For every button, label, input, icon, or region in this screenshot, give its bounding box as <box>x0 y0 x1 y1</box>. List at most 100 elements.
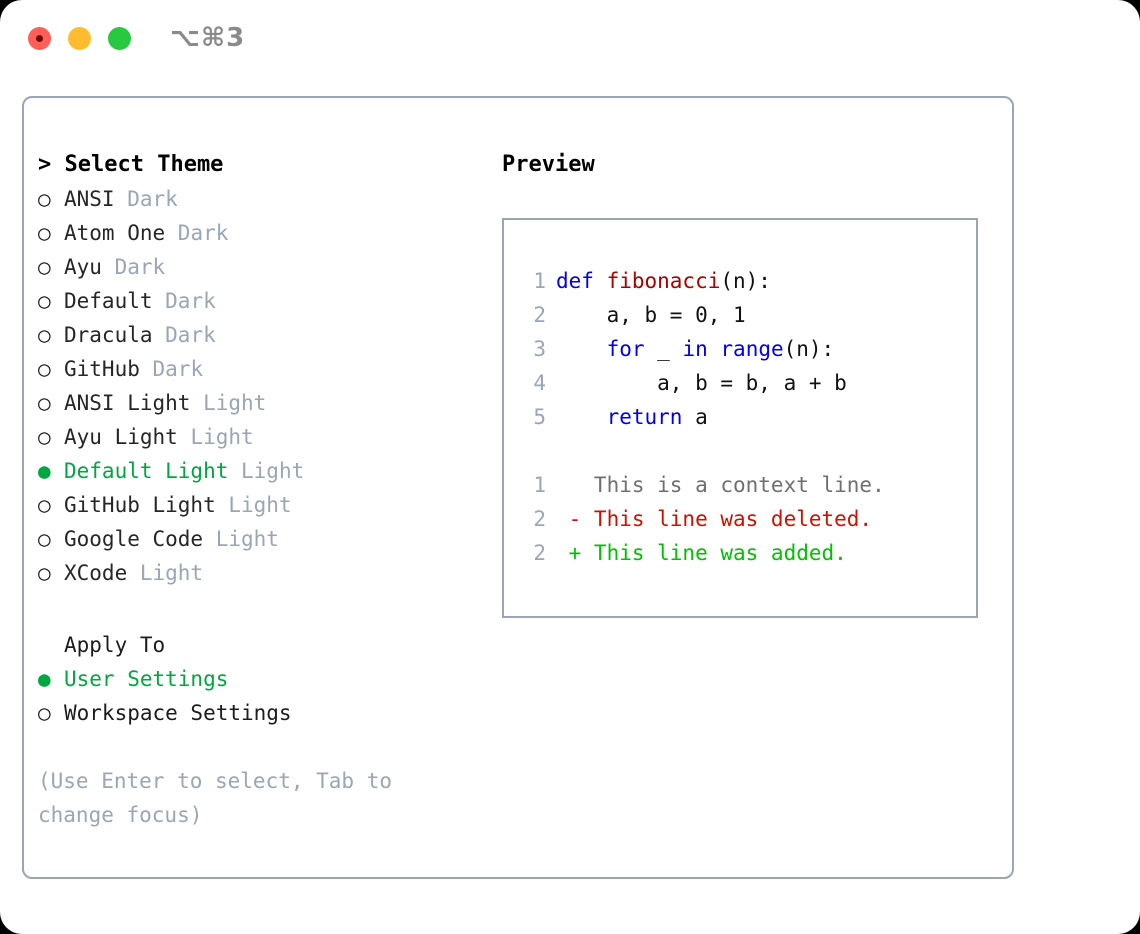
line-number: 5 <box>533 405 546 429</box>
code-token <box>556 337 607 361</box>
theme-kind-badge: Dark <box>127 187 178 211</box>
apply-to-option[interactable]: ● User Settings <box>38 662 488 696</box>
apply-to-title: Apply To <box>64 633 166 657</box>
theme-kind-badge: Light <box>139 561 204 585</box>
radio-unselected-icon: ○ <box>38 527 51 551</box>
theme-list-item[interactable]: ○ ANSI Dark <box>38 182 488 216</box>
theme-list-item[interactable]: ○ Atom One Dark <box>38 216 488 250</box>
apply-to-option[interactable]: ○ Workspace Settings <box>38 696 488 730</box>
code-token: return <box>606 405 683 429</box>
theme-kind-badge: Dark <box>165 289 216 313</box>
diff-line: 2 - This line was deleted. <box>516 502 976 536</box>
line-number: 2 <box>533 541 546 565</box>
theme-list-item[interactable]: ○ ANSI Light Light <box>38 386 488 420</box>
code-token: _ <box>644 337 683 361</box>
code-line: 2 a, b = 0, 1 <box>516 298 976 332</box>
code-token: in <box>682 337 708 361</box>
theme-list-item[interactable]: ● Default Light Light <box>38 454 488 488</box>
code-token: range <box>720 337 784 361</box>
theme-kind-badge: Light <box>228 493 292 517</box>
theme-name: Default <box>64 289 166 313</box>
theme-kind-badge: Light <box>203 391 267 415</box>
theme-list-item[interactable]: ○ GitHub Light Light <box>38 488 488 522</box>
theme-list-item[interactable]: ○Google Code Light <box>38 522 488 556</box>
code-line: 3 for _ in range(n): <box>516 332 976 366</box>
radio-unselected-icon: ○ <box>38 255 51 279</box>
radio-selected-icon: ● <box>38 459 51 483</box>
theme-name: Ayu Light <box>64 425 191 449</box>
line-number: 3 <box>533 337 546 361</box>
theme-list-item[interactable]: ○Dracula Dark <box>38 318 488 352</box>
theme-name: ANSI <box>64 187 128 211</box>
radio-selected-icon: ● <box>38 667 51 691</box>
radio-unselected-icon: ○ <box>38 425 51 449</box>
keyboard-shortcut-label: ⌥⌘3 <box>170 23 246 53</box>
minimize-button[interactable] <box>68 27 91 50</box>
select-theme-header: > Select Theme <box>38 148 488 182</box>
theme-name: ANSI Light <box>64 391 204 415</box>
theme-list[interactable]: ○ ANSI Dark ○ Atom One Dark ○ Ayu Dark ○ Defaul… <box>38 182 488 590</box>
radio-unselected-icon: ○ <box>38 493 51 517</box>
diff-line-text: + This line was added. <box>556 541 847 565</box>
diff-line-text: - This line was deleted. <box>556 507 873 531</box>
code-token: a <box>682 405 708 429</box>
theme-name: Dracula <box>64 323 166 347</box>
theme-name: GitHub <box>64 357 153 381</box>
title-bar: ⌥⌘3 <box>0 0 1140 78</box>
radio-unselected-icon: ○ <box>38 357 51 381</box>
radio-unselected-icon: ○ <box>38 391 51 415</box>
line-number: 1 <box>533 473 546 497</box>
code-token: (n): <box>783 337 835 361</box>
diff-line: 2 + This line was added. <box>516 536 976 570</box>
theme-kind-badge: Dark <box>177 221 229 245</box>
theme-kind-badge: Light <box>241 459 305 483</box>
theme-name: Default Light <box>64 459 242 483</box>
radio-unselected-icon: ○ <box>38 289 51 313</box>
theme-name: Google Code <box>64 527 216 551</box>
radio-unselected-icon: ○ <box>38 221 51 245</box>
theme-name: Atom One <box>64 221 178 245</box>
theme-list-item[interactable]: ○ Ayu Dark <box>38 250 488 284</box>
code-token: for <box>606 337 645 361</box>
main-panel: > Select Theme ○ANSI Dark○Atom One Dark○… <box>22 96 1014 879</box>
theme-kind-badge: Dark <box>152 357 204 381</box>
preview-title: Preview <box>502 152 595 177</box>
theme-kind-badge: Light <box>190 425 254 449</box>
apply-to-list[interactable]: ● User Settings ○ Workspace Settings <box>38 662 488 730</box>
theme-list-item[interactable]: ○XCode Light <box>38 556 488 590</box>
line-number: 2 <box>533 303 546 327</box>
keyboard-hint-text: (Use Enter to select, Tab to change focu… <box>38 769 393 827</box>
radio-unselected-icon: ○ <box>38 187 51 211</box>
code-token: a, b = b, a + b <box>556 371 847 395</box>
theme-kind-badge: Dark <box>114 255 166 279</box>
apply-to-option-label: Workspace Settings <box>64 701 292 725</box>
diff-line-text: This is a context line. <box>556 473 885 497</box>
code-token: def <box>556 269 607 293</box>
line-number: 2 <box>533 507 546 531</box>
code-line: 4 a, b = b, a + b <box>516 366 976 400</box>
code-token <box>556 405 607 429</box>
line-number: 4 <box>533 371 546 395</box>
line-number: 1 <box>533 269 546 293</box>
theme-name: GitHub Light <box>64 493 229 517</box>
radio-unselected-icon: ○ <box>38 701 51 725</box>
theme-list-item[interactable]: ○ Ayu Light Light <box>38 420 488 454</box>
select-theme-header-label: > Select Theme <box>38 152 224 177</box>
code-token: a, b = 0, 1 <box>556 303 746 327</box>
theme-list-item[interactable]: ○ GitHub Dark <box>38 352 488 386</box>
radio-unselected-icon: ○ <box>38 323 51 347</box>
theme-name: Ayu <box>64 255 115 279</box>
maximize-button[interactable] <box>108 27 131 50</box>
theme-list-item[interactable]: ○ Default Dark <box>38 284 488 318</box>
theme-name: XCode <box>64 561 140 585</box>
apply-to-option-label: User Settings <box>64 667 229 691</box>
diff-preview: 1 This is a context line. 2 - This line w… <box>516 468 976 570</box>
code-token: fibonacci <box>606 269 721 293</box>
code-line: 5 return a <box>516 400 976 434</box>
code-token <box>708 337 721 361</box>
